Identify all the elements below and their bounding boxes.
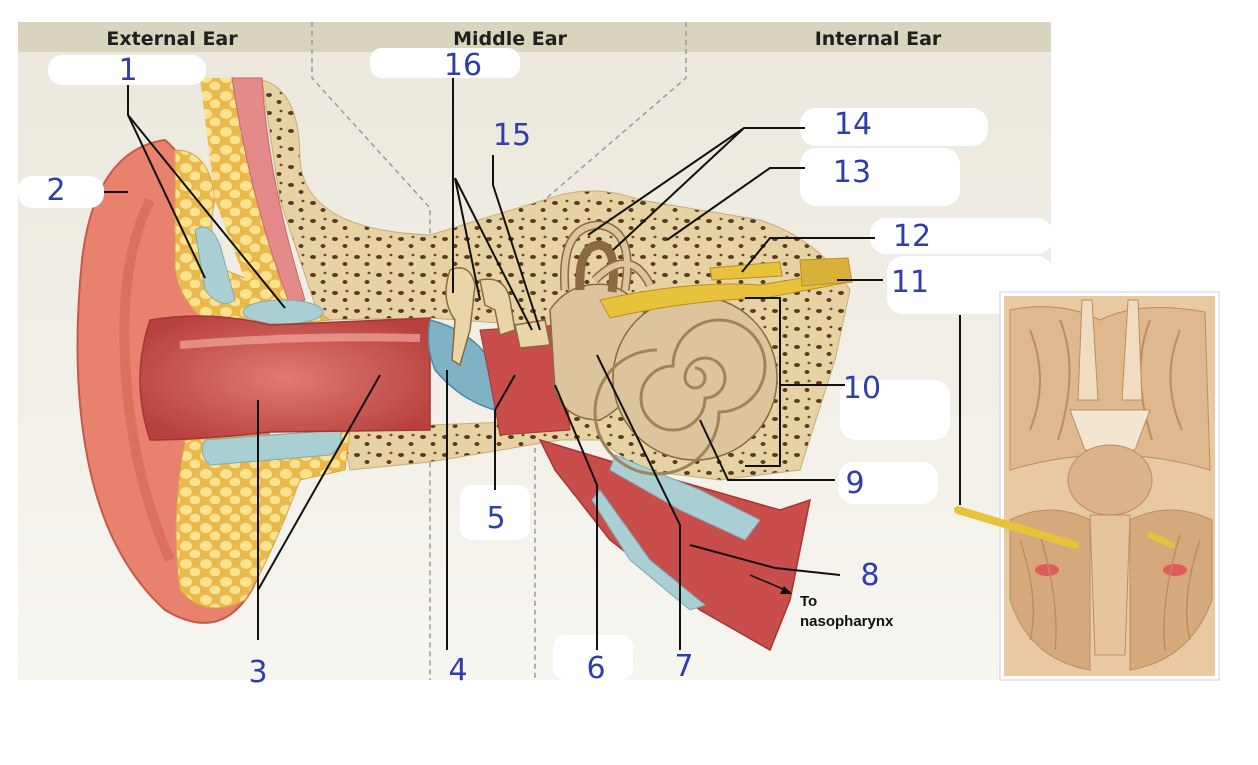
label-7: 7 — [674, 649, 693, 684]
muscle-band — [231, 77, 306, 306]
label-4: 4 — [448, 653, 467, 688]
label-5: 5 — [486, 501, 505, 536]
header-internal-ear: Internal Ear — [815, 28, 942, 50]
inset-nerve-highlight-right — [1147, 532, 1175, 548]
auditory-tube-cartilage-a — [609, 454, 761, 541]
cartilage-piece-c — [201, 429, 342, 466]
auditory-tube-cartilage-b — [591, 489, 707, 611]
label-6: 6 — [586, 651, 605, 686]
facial-nerve — [709, 261, 783, 281]
cartilage-piece-a — [194, 226, 236, 304]
label-10: 10 — [843, 371, 881, 406]
label-16: 16 — [444, 48, 482, 83]
incus — [479, 278, 516, 336]
cartilage-piece-b — [242, 299, 324, 325]
cochlea-spiral — [593, 318, 767, 476]
adipose-tissue-column — [200, 78, 295, 320]
mask-label-9 — [838, 462, 938, 504]
stapes — [514, 319, 551, 349]
label-3: 3 — [248, 655, 267, 690]
mask-label-10 — [840, 380, 950, 440]
label-13: 13 — [833, 155, 871, 190]
mask-label-14 — [800, 108, 988, 146]
cochlea — [612, 295, 778, 461]
inset-nerve-highlight — [954, 506, 1079, 549]
label-15: 15 — [493, 118, 531, 153]
nerve-bundle — [799, 257, 853, 287]
pharyngotympanic-tube — [538, 438, 811, 652]
external-acoustic-meatus — [139, 315, 431, 441]
semicircular-canals-fill — [561, 221, 653, 291]
label-12: 12 — [893, 219, 931, 254]
leader-lines — [104, 78, 961, 650]
canal-highlight — [179, 333, 421, 349]
mask-label-6 — [553, 635, 633, 680]
adipose-tissue-lower — [175, 429, 351, 609]
mask-label-16 — [370, 48, 520, 78]
brainstem-inset — [999, 291, 1220, 681]
nasopharynx-note-line2: nasopharynx — [800, 613, 894, 630]
mask-label-1 — [48, 55, 206, 85]
mask-label-13 — [800, 148, 960, 206]
header-middle-ear: Middle Ear — [453, 28, 567, 50]
mask-label-2 — [18, 176, 104, 208]
nasopharynx-note-line1: To — [800, 593, 817, 610]
mask-label-12 — [870, 218, 1053, 254]
label-8: 8 — [860, 558, 879, 593]
divider-middle-internal — [534, 22, 687, 680]
header-external-ear: External Ear — [106, 28, 238, 50]
label-1: 1 — [118, 53, 137, 88]
label-9: 9 — [845, 466, 864, 501]
label-2: 2 — [46, 173, 65, 208]
tympanic-cavity — [479, 324, 571, 436]
label-14: 14 — [834, 107, 872, 142]
mask-label-5 — [460, 485, 530, 540]
auricle-inner-fold — [119, 197, 175, 563]
divider-external-middle — [311, 22, 431, 680]
nasopharynx-arrowhead — [780, 586, 792, 594]
header-band — [18, 22, 1051, 52]
label-11: 11 — [891, 265, 929, 300]
